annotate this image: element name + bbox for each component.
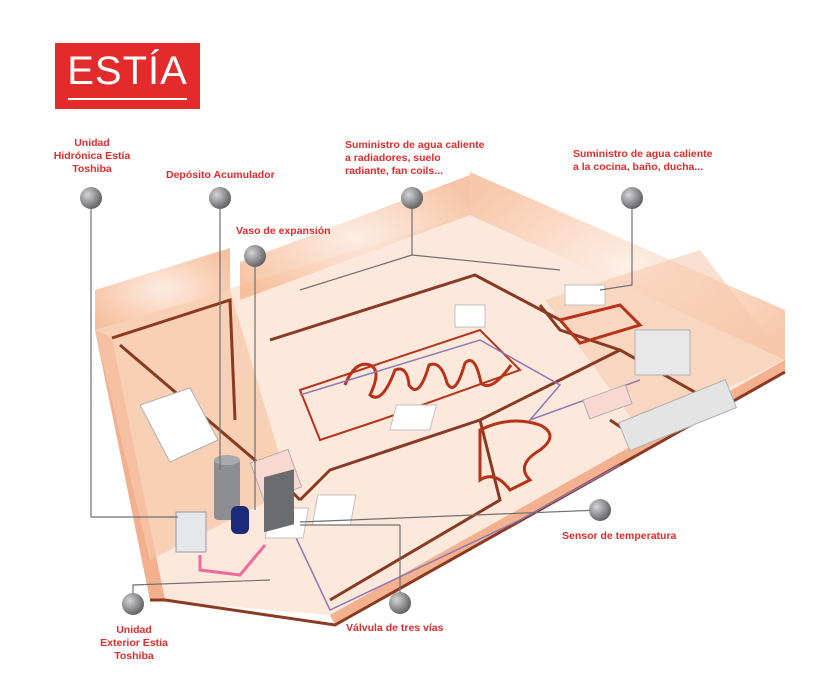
marker-temperature-sensor <box>589 499 611 521</box>
marker-hot-water-sanitary <box>621 187 643 209</box>
expansion-vessel-shape <box>231 506 249 534</box>
label-outdoor-unit: Unidad Exterior Estia Toshiba <box>88 624 180 663</box>
label-storage-tank: Depósito Acumulador <box>166 169 275 182</box>
label-line: Unidad <box>74 137 110 149</box>
label-line: Depósito Acumulador <box>166 169 275 181</box>
outdoor-unit-shape <box>264 469 294 533</box>
marker-expansion-vessel <box>244 245 266 267</box>
label-line: Vaso de expansión <box>236 225 331 237</box>
label-line: Toshiba <box>72 163 112 175</box>
marker-hot-water-heating <box>401 187 423 209</box>
label-hot-water-heating: Suministro de agua caliente a radiadores… <box>345 139 484 178</box>
label-line: a la cocina, baño, ducha... <box>573 161 704 173</box>
hydronic-unit-shape <box>175 511 207 553</box>
label-hydronic-unit: Unidad Hidrónica Estía Toshiba <box>46 137 138 176</box>
estia-logo: ESTÍA <box>55 43 200 109</box>
label-line: Toshiba <box>114 650 154 662</box>
label-three-way-valve: Válvula de tres vías <box>346 622 443 635</box>
marker-three-way-valve <box>389 592 411 614</box>
label-line: Unidad <box>116 624 152 636</box>
marker-outdoor-unit <box>122 593 144 615</box>
back-wall-left <box>95 248 230 330</box>
label-line: Hidrónica Estía <box>53 150 131 162</box>
label-hot-water-sanitary: Suministro de agua caliente a la cocina,… <box>573 148 712 174</box>
label-line: a radiadores, suelo <box>345 152 441 164</box>
car-shape <box>139 387 219 463</box>
marker-hydronic-unit <box>80 187 102 209</box>
label-line: Suministro de agua caliente <box>573 148 713 160</box>
label-line: Sensor de temperatura <box>562 530 677 542</box>
label-line: Exterior Estia <box>100 637 168 649</box>
label-line: Válvula de tres vías <box>346 622 444 634</box>
logo-underline <box>68 98 187 100</box>
logo-text: ESTÍA <box>67 49 188 93</box>
label-temperature-sensor: Sensor de temperatura <box>562 530 676 543</box>
storage-tank-shape <box>214 458 240 520</box>
label-expansion-vessel: Vaso de expansión <box>236 225 331 238</box>
marker-storage-tank <box>209 187 231 209</box>
label-line: radiante, fan coils... <box>345 165 444 177</box>
label-line: Suministro de agua caliente <box>345 139 485 151</box>
